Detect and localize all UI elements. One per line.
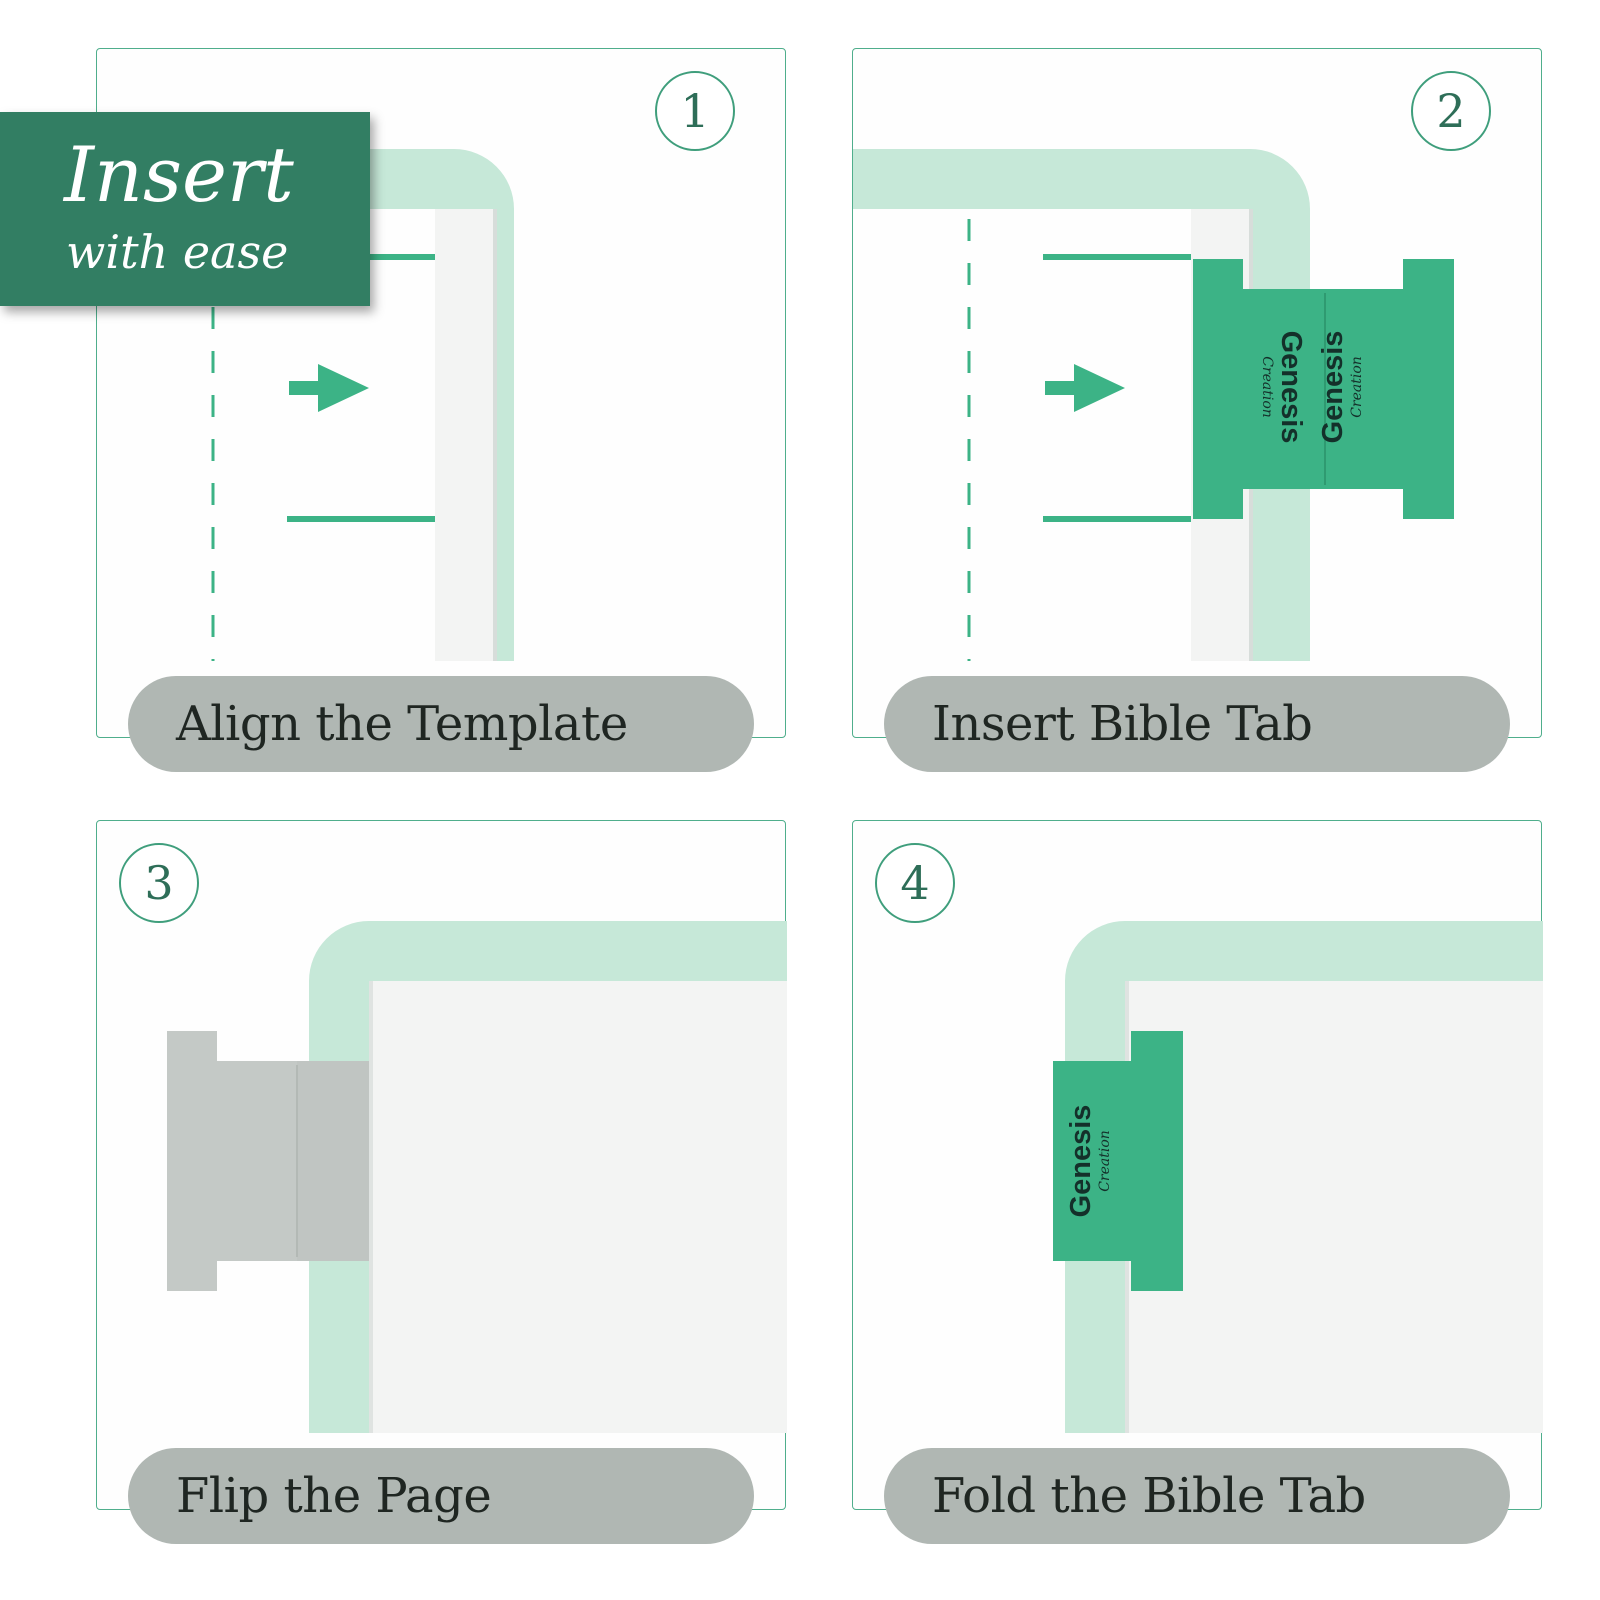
- banner-subtitle: with ease: [66, 225, 289, 279]
- step-3-illustration: [167, 921, 787, 1433]
- step-number-badge: 3: [119, 843, 199, 923]
- page-edge: [435, 209, 495, 661]
- bible-tab-left: [1193, 259, 1325, 519]
- arrow-right-icon: [289, 364, 369, 412]
- bible-tab-right: [1325, 259, 1454, 519]
- step-2-panel: Genesis Creation Genesis Creation 2: [852, 48, 1542, 738]
- tab-subtitle: Creation: [1097, 1130, 1113, 1192]
- page: [369, 981, 787, 1433]
- tab-subtitle: Creation: [1259, 356, 1275, 418]
- tab-title: Genesis: [1275, 330, 1307, 444]
- step-3-caption: Flip the Page: [128, 1448, 754, 1544]
- flipped-tab-inner: [297, 1061, 369, 1261]
- flipped-tab-outer: [167, 1031, 297, 1291]
- step-number-badge: 4: [875, 843, 955, 923]
- tab-label-left: Genesis Creation: [1259, 331, 1307, 444]
- tab-label-right: Genesis Creation: [1317, 331, 1365, 444]
- arrow-right-icon: [1045, 364, 1125, 412]
- banner-title: Insert: [64, 130, 294, 219]
- step-number-badge: 1: [655, 71, 735, 151]
- step-4-panel: Genesis Creation 4: [852, 820, 1543, 1510]
- tab-subtitle: Creation: [1349, 356, 1365, 418]
- step-number-badge: 2: [1411, 71, 1491, 151]
- step-4-illustration: [1053, 921, 1543, 1433]
- tab-label-folded: Genesis Creation: [1065, 1105, 1113, 1218]
- template-band: [1065, 921, 1543, 1433]
- step-2-illustration: [853, 149, 1454, 661]
- template-band: [853, 149, 1310, 661]
- step-4-caption: Fold the Bible Tab: [884, 1448, 1510, 1544]
- insert-banner: Insert with ease: [0, 112, 370, 306]
- folded-bible-tab: [1053, 1031, 1183, 1291]
- step-3-panel: 3: [96, 820, 787, 1510]
- page: [1125, 981, 1543, 1433]
- tab-title: Genesis: [1065, 1104, 1097, 1218]
- template-band: [309, 921, 787, 1433]
- step-2-caption: Insert Bible Tab: [884, 676, 1510, 772]
- step-1-caption: Align the Template: [128, 676, 754, 772]
- tab-title: Genesis: [1317, 330, 1349, 444]
